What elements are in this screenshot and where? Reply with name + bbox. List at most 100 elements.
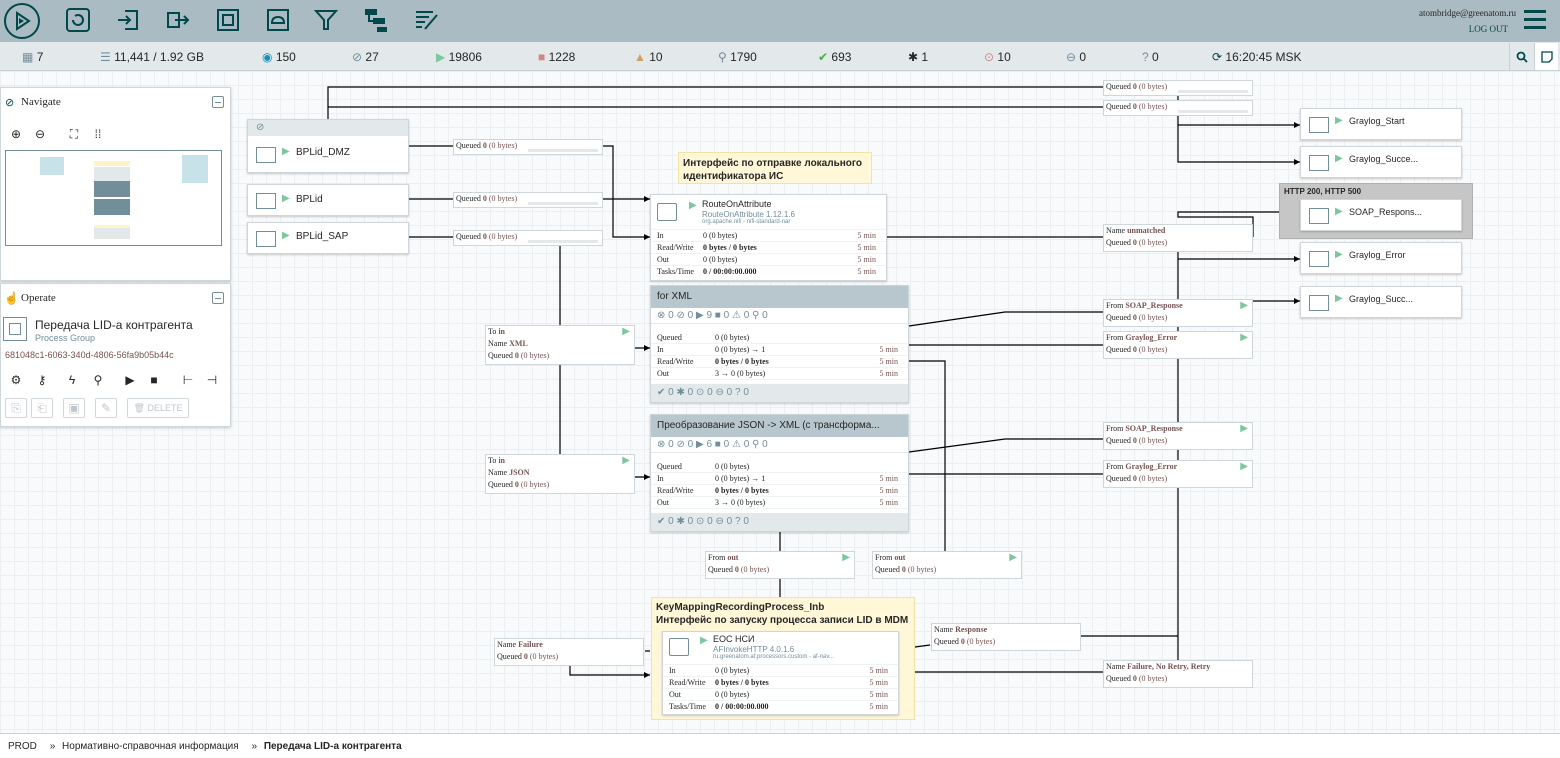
funnel-icon[interactable]: [312, 6, 340, 34]
process-group-json-xml[interactable]: Преобразование JSON -> XML (с трансформа…: [650, 414, 909, 532]
operate-palette: ☝ Operate Передача LID-а контрагента Pro…: [0, 283, 231, 427]
input-port-icon[interactable]: [114, 6, 142, 34]
connection-from-out-1[interactable]: From out▶ Queued 0 (0 bytes): [705, 551, 855, 579]
processor-bundle: ru.greenatom.af.processors.custom - af-n…: [713, 654, 834, 660]
configure-gear-icon[interactable]: ⚙: [5, 370, 27, 390]
flow-canvas[interactable]: ⊘ Navigate ⊕ ⊖ ⛶ ⁞⁞ ☝ Operate Передача L…: [0, 71, 1560, 733]
delete-button[interactable]: 🗑 DELETE: [127, 398, 189, 418]
output-port-graylog-succ[interactable]: ▶ Graylog_Succ...: [1300, 286, 1462, 318]
enable-icon[interactable]: ϟ: [61, 370, 83, 390]
output-port-icon[interactable]: [164, 6, 192, 34]
minimize-operate-button[interactable]: [212, 292, 224, 304]
port-name: Graylog_Error: [1349, 250, 1406, 260]
connection-response[interactable]: Name Response Queued 0 (0 bytes): [931, 623, 1081, 651]
port-name: SOAP_Respons...: [1349, 207, 1422, 217]
connection-to-json[interactable]: To in▶ Name JSON Queued 0 (0 bytes): [485, 454, 635, 494]
selection-id: 681048c1-6063-340d-4806-56fa9b05b44c: [5, 350, 174, 360]
processor-route-on-attribute[interactable]: ▶ RouteOnAttribute RouteOnAttribute 1.12…: [650, 194, 887, 281]
trash-icon: 🗑: [134, 403, 145, 414]
paste-icon[interactable]: ⎗: [31, 398, 53, 418]
copy-icon[interactable]: ⎘: [5, 398, 27, 418]
refresh-icon[interactable]: ⟳: [1212, 50, 1222, 64]
processor-icon: [657, 203, 677, 221]
input-port-bplid-dmz[interactable]: ⊘ ▶ BPLid_DMZ: [247, 119, 409, 173]
disable-icon[interactable]: ⚲: [87, 370, 109, 390]
stat-in: In0 (0 bytes) → 15 min: [651, 473, 908, 485]
breadcrumb-mid[interactable]: Нормативно-справочная информация: [62, 741, 239, 752]
bulletin-board-button[interactable]: [1534, 43, 1558, 70]
compass-icon: ⊘: [5, 96, 14, 109]
connection-to-xml[interactable]: To in▶ Name XML Queued 0 (0 bytes): [485, 325, 635, 365]
connection-queue-dmz[interactable]: Queued 0 (0 bytes): [453, 139, 603, 155]
stat-queued: Queued0 (0 bytes): [651, 332, 908, 344]
nifi-logo[interactable]: [4, 3, 40, 39]
create-template-icon[interactable]: ⊢: [177, 370, 199, 390]
stale-stat: ⊙ 10: [984, 50, 1011, 64]
stat-read-write: Read/Write0 bytes / 0 bytes5 min: [651, 241, 886, 253]
selection-type: Process Group: [35, 333, 95, 343]
logout-link[interactable]: LOG OUT: [1469, 24, 1508, 34]
bulletin-icon: [1541, 51, 1553, 63]
processor-eoc-nsi[interactable]: ▶ ЕОС НСИ AFInvokeHTTP 4.0.1.6 ru.greena…: [662, 631, 899, 715]
connection-from-out-2[interactable]: From out▶ Queued 0 (0 bytes): [872, 551, 1022, 579]
output-port-graylog-succe[interactable]: ▶ Graylog_Succe...: [1300, 146, 1462, 178]
connection-queue-sap[interactable]: Queued 0 (0 bytes): [453, 230, 603, 246]
stopped-stat: ■ 1228: [538, 50, 575, 64]
asterisk-icon: ✱: [908, 50, 918, 64]
search-button[interactable]: [1509, 43, 1533, 70]
connection-from-graylog-error-1[interactable]: From Graylog_Error▶ Queued 0 (0 bytes): [1103, 331, 1253, 359]
stop-icon[interactable]: ■: [143, 370, 165, 390]
output-port-soap-response[interactable]: ▶ SOAP_Respons...: [1300, 199, 1462, 231]
breadcrumb-separator: »: [50, 741, 56, 752]
stat-queued: Queued0 (0 bytes): [651, 461, 908, 473]
input-port-bplid-sap[interactable]: ▶ BPLid_SAP: [247, 222, 409, 254]
hamburger-menu-icon[interactable]: [1524, 10, 1546, 30]
minimize-navigate-button[interactable]: [212, 96, 224, 108]
birdseye-view[interactable]: [5, 150, 222, 246]
connection-queue-success[interactable]: Queued 0 (0 bytes): [1103, 100, 1253, 116]
start-icon[interactable]: ▶: [119, 370, 141, 390]
connection-from-soap-response-2[interactable]: From SOAP_Response▶ Queued 0 (0 bytes): [1103, 422, 1253, 450]
template-icon[interactable]: [362, 6, 390, 34]
connection-from-soap-response-1[interactable]: From SOAP_Response▶ Queued 0 (0 bytes): [1103, 299, 1253, 327]
process-group-icon[interactable]: [214, 6, 242, 34]
error-icon: ⊖: [1066, 50, 1076, 64]
connection-failure[interactable]: Name Failure Queued 0 (0 bytes): [494, 638, 644, 666]
connection-from-graylog-error-2[interactable]: From Graylog_Error▶ Queued 0 (0 bytes): [1103, 460, 1253, 488]
process-group-for-xml[interactable]: for XML ⊗ 0 ⊘ 0 ▶ 9 ■ 0 ⚠ 0 ⚲ 0 Queued0 …: [650, 285, 909, 403]
connection-failure-retry[interactable]: Name Failure, No Retry, Retry Queued 0 (…: [1103, 660, 1253, 688]
processor-type: AFInvokeHTTP 4.0.1.6: [713, 645, 794, 654]
flow-status-bar: ▦ 7 ☰ 11,441 / 1.92 GB ◉ 150 ⊘ 27 ▶ 1980…: [0, 42, 1560, 71]
output-port-graylog-start[interactable]: ▶ Graylog_Start: [1300, 108, 1462, 140]
label-icon[interactable]: [412, 6, 440, 34]
zoom-out-icon[interactable]: ⊖: [29, 124, 51, 144]
port-name: BPLid_SAP: [296, 231, 348, 242]
version-stats: ✔ 0 ✱ 0 ⊙ 0 ⊖ 0 ? 0: [651, 384, 908, 402]
group-icon[interactable]: ▣: [63, 398, 85, 418]
actual-size-icon[interactable]: ⁞⁞: [87, 124, 109, 144]
breadcrumb-root[interactable]: PROD: [8, 741, 37, 752]
not-transmitting-stat: ⊘ 27: [352, 50, 379, 64]
label-interface-lid[interactable]: Интерфейс по отправке локального идентиф…: [678, 152, 872, 184]
input-port-bplid[interactable]: ▶ BPLid: [247, 184, 409, 216]
zoom-in-icon[interactable]: ⊕: [5, 124, 27, 144]
connection-unmatched[interactable]: Name unmatched Queued 0 (0 bytes): [1103, 224, 1253, 252]
processor-icon[interactable]: [64, 6, 92, 34]
upload-template-icon[interactable]: ⊣: [201, 370, 223, 390]
stat-tasks: Tasks/Time0 / 00:00:00.0005 min: [651, 265, 886, 277]
processor-name: ЕОС НСИ: [713, 634, 754, 644]
fit-icon[interactable]: ⛶: [63, 124, 85, 144]
queued-icon: ☰: [100, 50, 111, 64]
color-brush-icon[interactable]: ✎: [95, 398, 117, 418]
connection-queue-bplid[interactable]: Queued 0 (0 bytes): [453, 192, 603, 208]
running-icon: ▶: [1335, 249, 1343, 260]
connection-queue-start[interactable]: Queued 0 (0 bytes): [1103, 80, 1253, 96]
remote-process-group-icon[interactable]: [264, 6, 292, 34]
process-group-title: for XML: [651, 286, 908, 308]
last-refresh-stat[interactable]: ⟳ 16:20:45 MSK: [1212, 50, 1301, 64]
output-port-graylog-error[interactable]: ▶ Graylog_Error: [1300, 242, 1462, 274]
access-policies-key-icon[interactable]: ⚷: [31, 370, 53, 390]
stat-read-write: Read/Write0 bytes / 0 bytes5 min: [663, 676, 898, 688]
processor-icon: [669, 638, 689, 656]
stale-icon: ⊙: [984, 50, 994, 64]
